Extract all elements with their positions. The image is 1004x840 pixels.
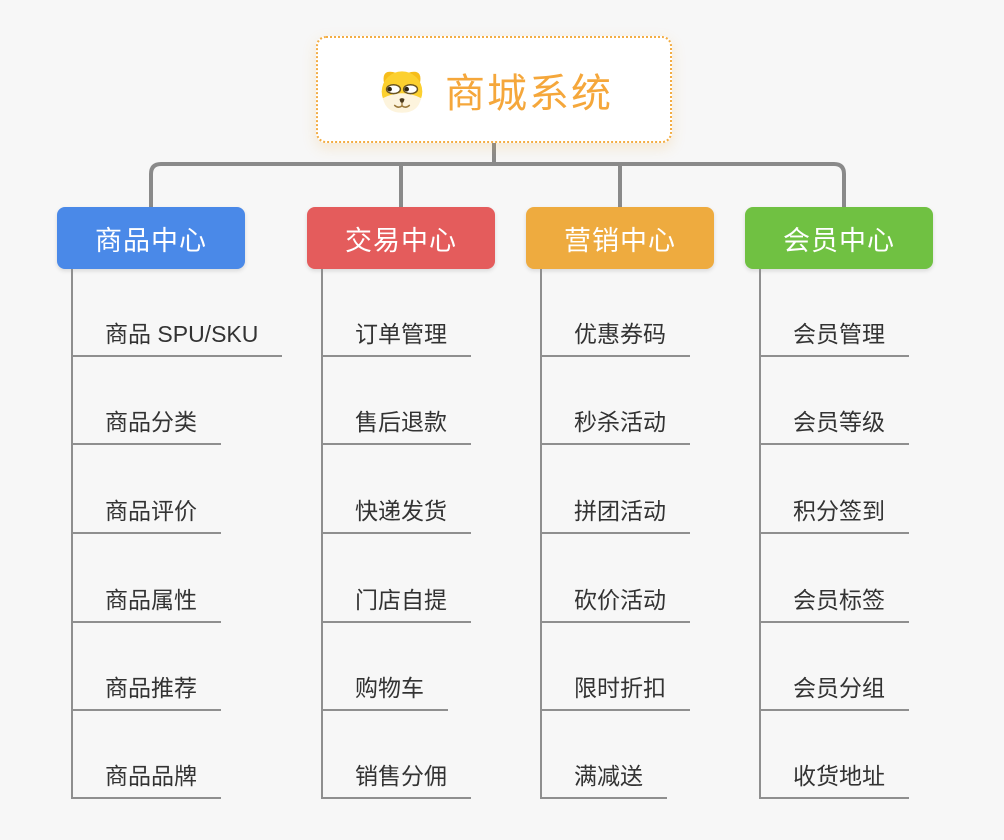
trunk-line-trade: [321, 269, 323, 799]
subtopic[interactable]: 商品推荐: [71, 674, 221, 711]
trunk-line-product: [71, 269, 73, 799]
subtopic[interactable]: 积分签到: [759, 497, 909, 534]
horizontal-bar-edge: [149, 162, 846, 207]
subtopic[interactable]: 会员分组: [759, 674, 909, 711]
subtopic[interactable]: 商品品牌: [71, 762, 221, 799]
dog-face-icon: [381, 70, 423, 113]
trunk-line-marketing: [540, 269, 542, 799]
subtopic[interactable]: 购物车: [321, 674, 448, 711]
subtopic[interactable]: 商品属性: [71, 586, 221, 623]
subtopic[interactable]: 快递发货: [321, 497, 471, 534]
subtopic[interactable]: 拼团活动: [540, 497, 690, 534]
branch-member-center[interactable]: 会员中心: [745, 207, 933, 269]
branch-trade-center[interactable]: 交易中心: [307, 207, 495, 269]
subtopic[interactable]: 限时折扣: [540, 674, 690, 711]
subtopic[interactable]: 满减送: [540, 762, 667, 799]
branch-label: 会员中心: [783, 225, 895, 256]
subtopic[interactable]: 会员标签: [759, 586, 909, 623]
subtopic[interactable]: 商品 SPU/SKU: [71, 320, 283, 357]
branch-label: 交易中心: [345, 225, 457, 256]
subtopic[interactable]: 销售分佣: [321, 762, 471, 799]
trunk-line-member: [759, 269, 761, 799]
subtopic[interactable]: 秒杀活动: [540, 408, 690, 445]
subtopic[interactable]: 订单管理: [321, 320, 471, 357]
subtopic[interactable]: 优惠券码: [540, 320, 690, 357]
subtopic[interactable]: 门店自提: [321, 586, 471, 623]
subtopic[interactable]: 收货地址: [759, 762, 909, 799]
branch-label: 营销中心: [564, 225, 676, 256]
subtopic[interactable]: 售后退款: [321, 408, 471, 445]
branch-label: 商品中心: [95, 225, 207, 256]
subtopic[interactable]: 商品分类: [71, 408, 221, 445]
subtopic[interactable]: 商品评价: [71, 497, 221, 534]
subtopic[interactable]: 砍价活动: [540, 586, 690, 623]
root-topic-title: 商城系统: [445, 71, 613, 116]
subtopic[interactable]: 会员等级: [759, 408, 909, 445]
branch-marketing-center[interactable]: 营销中心: [526, 207, 714, 269]
branch-product-center[interactable]: 商品中心: [57, 207, 245, 269]
subtopic[interactable]: 会员管理: [759, 320, 909, 357]
root-topic[interactable]: 商城系统: [316, 36, 672, 143]
